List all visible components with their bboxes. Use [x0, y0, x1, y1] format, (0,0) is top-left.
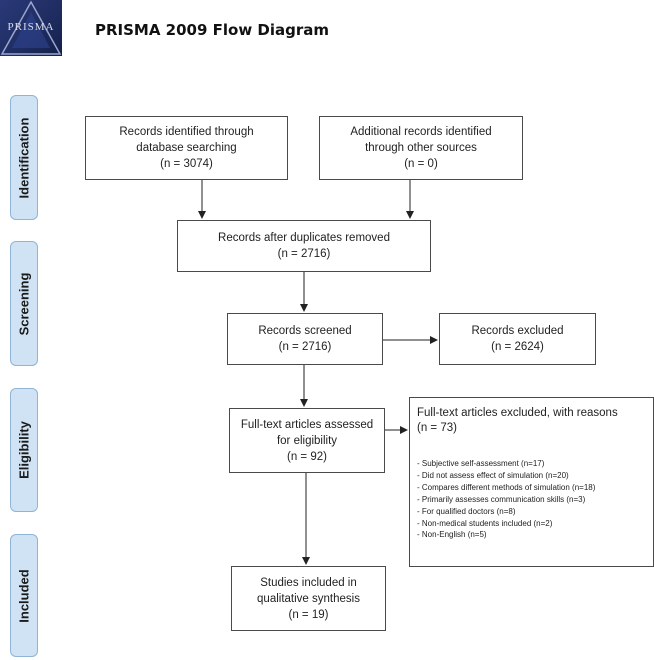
fulltext-excluded-box: Full-text articles excluded, with reason… [409, 397, 654, 567]
records-after-duplicates-box: Records after duplicates removed (n = 27… [177, 220, 431, 272]
stage-included: Included [10, 534, 38, 657]
records-excluded-box: Records excluded (n = 2624) [439, 313, 596, 365]
excluded-heading-text: Full-text articles excluded, with reason… [417, 407, 618, 419]
fulltext-excluded-heading: Full-text articles excluded, with reason… [417, 406, 652, 436]
studies-included-box: Studies included in qualitative synthesi… [231, 566, 386, 631]
list-item: - Subjective self-assessment (n=17) [417, 459, 545, 468]
box-line: Records screened [258, 325, 352, 337]
excluded-count: (n = 73) [417, 422, 457, 434]
page-title: PRISMA 2009 Flow Diagram [95, 21, 330, 39]
stage-identification: Identification [10, 95, 38, 220]
list-item: - Did not assess effect of simulation (n… [417, 470, 569, 480]
box-count: (n = 92) [287, 450, 327, 463]
records-identified-database-box: Records identified through database sear… [85, 116, 288, 180]
box-line: Full-text articles assessed [240, 418, 374, 431]
list-item: - Compares different methods of simulati… [417, 482, 596, 492]
box-line: Records after duplicates removed [218, 232, 390, 244]
box-count: (n = 2624) [491, 341, 544, 353]
box-count: (n = 0) [404, 158, 438, 170]
box-line: database searching [136, 142, 237, 154]
list-item: - Non-medical students included (n=2) [417, 518, 553, 528]
stage-eligibility: Eligibility [10, 388, 38, 512]
box-count: (n = 19) [288, 608, 329, 621]
box-count: (n = 2716) [277, 248, 331, 260]
logo-text: PRISMA [7, 21, 55, 33]
records-other-sources-box: Additional records identified through ot… [319, 116, 523, 180]
list-item: - Primarily assesses communication skill… [417, 494, 586, 504]
box-line: through other sources [365, 142, 477, 154]
exclusion-reasons-list: - Subjective self-assessment (n=17) - Di… [417, 458, 595, 541]
prisma-triangle-icon [0, 0, 62, 55]
box-line: Records identified through [119, 126, 254, 138]
box-count: (n = 3074) [160, 158, 213, 170]
box-line: for eligibility [276, 434, 338, 447]
prisma-logo: PRISMA [0, 0, 62, 56]
box-line: Records excluded [471, 325, 564, 337]
box-line: Studies included in [260, 576, 357, 589]
stage-screening: Screening [10, 241, 38, 366]
box-line: Additional records identified [350, 126, 492, 138]
box-count: (n = 2716) [278, 341, 332, 353]
list-item: - For qualified doctors (n=8) [417, 506, 516, 516]
list-item: - Non-English (n=5) [417, 530, 487, 540]
box-line: qualitative synthesis [257, 592, 360, 605]
fulltext-assessed-box: Full-text articles assessed for eligibil… [229, 408, 385, 473]
records-screened-box: Records screened (n = 2716) [227, 313, 383, 365]
